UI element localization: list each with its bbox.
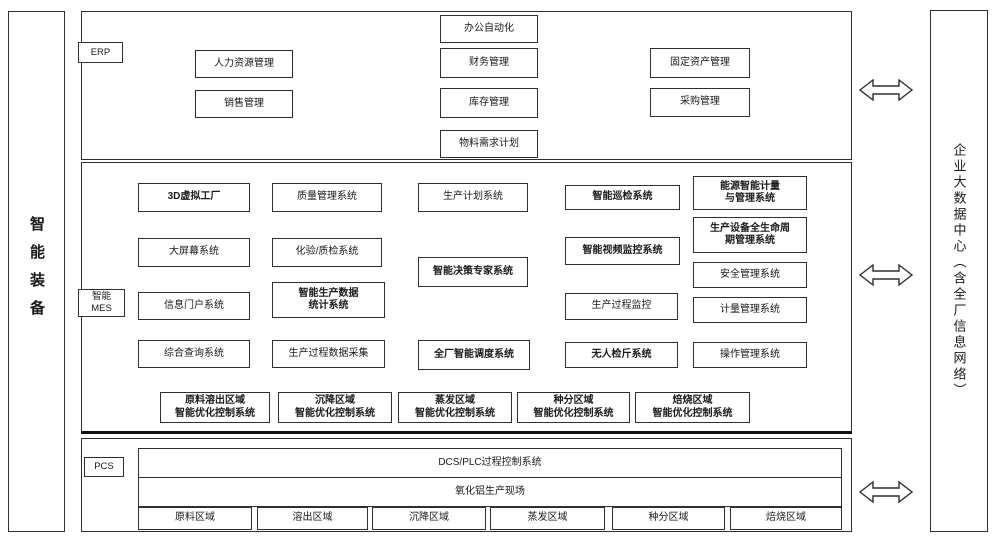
exchange-arrow-icon [858, 263, 914, 287]
area-box-settling: 沉降区域 [372, 507, 486, 530]
opt-box-settling-area: 沉降区域 智能优化控制系统 [278, 392, 392, 423]
erp-box-inventory: 库存管理 [440, 88, 538, 118]
mes-box-safety-mgmt: 安全管理系统 [693, 262, 807, 288]
mes-box-operation-mgmt: 操作管理系统 [693, 342, 807, 368]
erp-box-human-resources: 人力资源管理 [195, 50, 293, 78]
mes-box-smart-inspection: 智能巡检系统 [565, 185, 680, 210]
mes-box-decision-expert: 智能决策专家系统 [418, 257, 528, 287]
area-box-evaporation: 蒸发区域 [490, 507, 605, 530]
mes-box-production-planning: 生产计划系统 [418, 183, 528, 212]
mes-box-big-screen: 大屏幕系统 [138, 238, 250, 267]
pcs-production-site-box: 氧化铝生产现场 [138, 477, 842, 507]
area-box-dissolution: 溶出区域 [257, 507, 368, 530]
opt-box-evaporation-area: 蒸发区域 智能优化控制系统 [398, 392, 512, 423]
erp-box-fixed-assets: 固定资产管理 [650, 48, 750, 78]
mes-box-plant-smart-dispatch: 全厂智能调度系统 [418, 340, 530, 370]
exchange-arrow-icon [858, 480, 914, 504]
mes-box-metering-mgmt: 计量管理系统 [693, 297, 807, 323]
left-panel-label: 智能装备 [28, 215, 45, 328]
opt-box-raw-dissolution-area: 原料溶出区域 智能优化控制系统 [160, 392, 270, 423]
mes-box-energy-metering: 能源智能计量 与管理系统 [693, 176, 807, 210]
mes-box-3d-virtual-factory: 3D虚拟工厂 [138, 183, 250, 212]
exchange-arrow-icon [858, 78, 914, 102]
opt-box-seed-precipitation-area: 种分区域 智能优化控制系统 [517, 392, 630, 423]
opt-box-roasting-area: 焙烧区域 智能优化控制系统 [635, 392, 750, 423]
erp-tag: ERP [78, 42, 123, 63]
mes-box-process-data-acquisition: 生产过程数据采集 [272, 340, 385, 368]
mes-tag: 智能 MES [78, 289, 125, 317]
erp-box-office-automation: 办公自动化 [440, 15, 538, 43]
erp-box-mrp: 物料需求计划 [440, 130, 538, 158]
erp-box-finance: 财务管理 [440, 48, 538, 78]
mes-box-equipment-lifecycle: 生产设备全生命周 期管理系统 [693, 217, 807, 253]
pcs-dcs-plc-box: DCS/PLC过程控制系统 [138, 448, 842, 478]
right-panel-label: 企业大数据中心（含全厂信息网络） [951, 143, 967, 399]
pcs-tag: PCS [84, 457, 124, 477]
mes-box-quality-mgmt: 质量管理系统 [272, 183, 382, 212]
mes-box-info-portal: 信息门户系统 [138, 292, 250, 320]
area-box-raw-material: 原料区域 [138, 507, 252, 530]
mes-box-unmanned-weighing: 无人检斤系统 [565, 342, 678, 368]
erp-box-sales: 销售管理 [195, 90, 293, 118]
mes-box-lab-qc: 化验/质检系统 [272, 238, 382, 267]
mes-box-comprehensive-query: 综合查询系统 [138, 340, 250, 368]
area-box-seed-precipitation: 种分区域 [612, 507, 725, 530]
mes-box-process-monitoring: 生产过程监控 [565, 293, 678, 320]
left-panel-smart-equipment: 智能装备 [8, 11, 65, 532]
mes-box-video-surveillance: 智能视频监控系统 [565, 237, 680, 265]
right-panel-big-data-center: 企业大数据中心（含全厂信息网络） [930, 10, 988, 532]
area-box-roasting: 焙烧区域 [730, 507, 842, 530]
mes-box-production-data-stats: 智能生产数据 统计系统 [272, 282, 385, 318]
erp-box-procurement: 采购管理 [650, 88, 750, 117]
